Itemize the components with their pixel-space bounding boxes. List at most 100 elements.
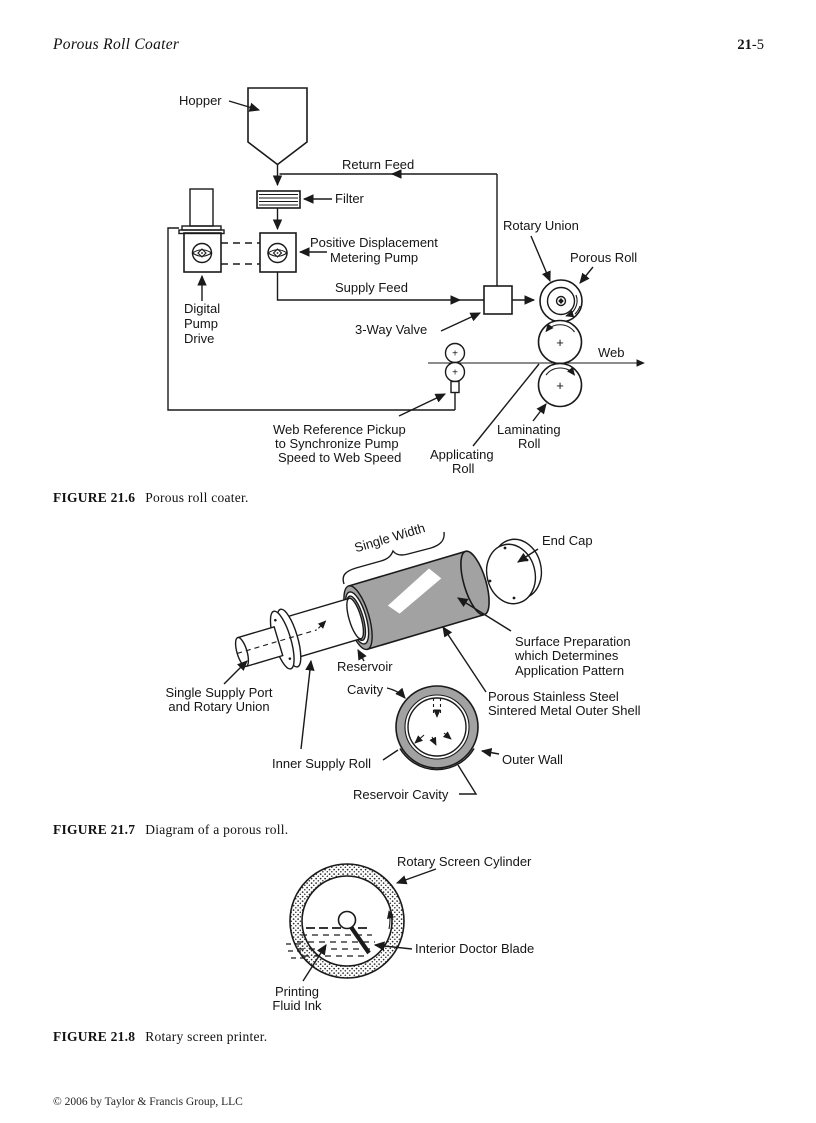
- figure-21-8-caption-label: FIGURE 21.8: [53, 1029, 136, 1044]
- applicating-label-1: Applicating: [430, 447, 494, 462]
- svg-text:+: +: [556, 378, 564, 393]
- surface-prep-label-2: which Determines: [514, 648, 619, 663]
- interior-doctor-blade-shape: [349, 925, 371, 955]
- figure-21-8-caption-text: Rotary screen printer.: [145, 1029, 268, 1044]
- pump-motor: [178, 188, 225, 235]
- porous-roll-circle: [539, 279, 583, 323]
- svg-text:+: +: [452, 349, 458, 360]
- page-number-rest: -5: [751, 37, 764, 53]
- end-cap-label: End Cap: [542, 533, 593, 548]
- cavity-pointer-arrow: [386, 687, 406, 699]
- copyright-notice: © 2006 by Taylor & Francis Group, LLC: [53, 1096, 243, 1108]
- hopper-pointer-arrow: [228, 100, 261, 112]
- return-feed-label: Return Feed: [342, 157, 414, 172]
- pump-coupling-dashes: [221, 242, 260, 265]
- applicating-roll-circle: +: [537, 319, 583, 365]
- laminating-label-2: Roll: [518, 436, 541, 451]
- digital-pump-drive-box: [183, 232, 222, 273]
- filter-box: [256, 190, 301, 209]
- filter-label: Filter: [335, 191, 365, 206]
- reservoir-pointer-arrow: [357, 649, 367, 662]
- porous-shell-label-1: Porous Stainless Steel: [488, 689, 619, 704]
- web-pickup-label-3: Speed to Web Speed: [278, 450, 401, 465]
- laminating-pointer-arrow: [532, 403, 547, 422]
- outer-wall-label: Outer Wall: [502, 752, 563, 767]
- figure-21-7-caption-text: Diagram of a porous roll.: [145, 822, 289, 837]
- ink-supply-pipe: [337, 910, 357, 930]
- three-way-valve-box: [483, 285, 513, 315]
- pd-pump-label-2: Metering Pump: [330, 250, 418, 265]
- fluid-ink-pointer-arrow: [302, 944, 327, 982]
- page-number-chapter: 21: [737, 37, 752, 53]
- printing-fluid-ink-label-1: Printing: [275, 984, 319, 999]
- figure-21-8-diagram: Rotary Screen Cylinder Interior Doctor B…: [272, 854, 534, 1013]
- interior-doctor-blade-label: Interior Doctor Blade: [415, 941, 534, 956]
- supply-feed-line: [276, 272, 462, 305]
- reservoir-cavity-label: Reservoir Cavity: [353, 787, 449, 802]
- figure-21-6-caption-text: Porous roll coater.: [145, 490, 249, 505]
- supply-port-pointer-arrow: [223, 660, 248, 685]
- printing-fluid-ink-level: [286, 927, 375, 959]
- figure-21-6-caption-label: FIGURE 21.6: [53, 490, 136, 505]
- web-label: Web: [598, 345, 625, 360]
- pickup-rollers: + +: [444, 342, 466, 410]
- single-width-brace: [342, 531, 445, 585]
- dpd-label-1: Digital: [184, 301, 220, 316]
- application-pattern-window: [387, 568, 442, 614]
- single-width-label: Single Width: [353, 520, 427, 555]
- doctor-blade-pointer-arrow: [373, 941, 413, 951]
- figure-21-6-diagram: + + + + Hopper Return Feed F: [167, 87, 645, 476]
- porous-shell-pointer-arrow: [442, 626, 487, 693]
- web-pickup-label-2: to Synchronize Pump: [275, 436, 399, 451]
- surface-prep-pointer-arrow: [457, 597, 512, 632]
- web-pickup-pointer-arrow: [398, 393, 447, 417]
- end-cap-pointer-arrow: [517, 548, 539, 563]
- laminating-label-1: Laminating: [497, 422, 561, 437]
- web-pickup-label-1: Web Reference Pickup: [273, 422, 406, 437]
- svg-text:+: +: [452, 368, 458, 379]
- rotary-screen-cylinder-label: Rotary Screen Cylinder: [397, 854, 532, 869]
- applicating-label-2: Roll: [452, 461, 475, 476]
- reservoir-cavity-pointer-line: [457, 764, 478, 795]
- supply-feed-label: Supply Feed: [335, 280, 408, 295]
- figure-21-7-caption-label: FIGURE 21.7: [53, 822, 136, 837]
- svg-text:+: +: [556, 335, 564, 350]
- outer-wall-pointer-arrow: [480, 748, 500, 758]
- screen-cylinder-pointer-arrow: [395, 868, 437, 885]
- reservoir-label: Reservoir: [337, 659, 393, 674]
- porous-shell-label-2: Sintered Metal Outer Shell: [488, 703, 641, 718]
- dpd-label-2: Pump: [184, 316, 218, 331]
- supply-port-label-2: and Rotary Union: [168, 699, 269, 714]
- metering-pump-box: [259, 232, 297, 273]
- page-header: Porous Roll Coater 21-5: [53, 36, 764, 54]
- porous-roll-label: Porous Roll: [570, 250, 637, 265]
- hopper-shape: [247, 87, 308, 166]
- running-title: Porous Roll Coater: [53, 36, 180, 53]
- surface-prep-label-1: Surface Preparation: [515, 634, 631, 649]
- figure-21-7-caption: FIGURE 21.7 Diagram of a porous roll.: [53, 822, 288, 838]
- porous-roll-pointer-arrow: [579, 266, 594, 284]
- figure-21-8-caption: FIGURE 21.8 Rotary screen printer.: [53, 1029, 267, 1045]
- end-cap-shape: [485, 538, 543, 605]
- cavity-label: Cavity: [347, 682, 384, 697]
- figure-21-7-diagram: Single Width End Cap Reservoir Cavity Su…: [166, 520, 641, 802]
- porous-roll-assembly: [234, 550, 490, 670]
- laminating-roll-circle: +: [537, 362, 583, 408]
- rotary-union-label: Rotary Union: [503, 218, 579, 233]
- inner-supply-roll-label: Inner Supply Roll: [272, 756, 371, 771]
- printing-fluid-ink-label-2: Fluid Ink: [272, 998, 322, 1013]
- roll-cross-section: [395, 685, 479, 771]
- dpd-label-3: Drive: [184, 331, 214, 346]
- valve-pointer-arrow: [440, 312, 482, 332]
- valve-label: 3-Way Valve: [355, 322, 427, 337]
- inner-supply-pointer-arrow: [300, 659, 315, 750]
- supply-port-label-1: Single Supply Port: [166, 685, 273, 700]
- hopper-label: Hopper: [179, 93, 222, 108]
- surface-prep-label-3: Application Pattern: [515, 663, 624, 678]
- pd-pump-label-1: Positive Displacement: [310, 235, 438, 250]
- applicating-pointer-line: [472, 363, 540, 447]
- feedback-line: [167, 227, 455, 411]
- page-number: 21-5: [737, 37, 764, 54]
- rotary-union-pointer-arrow: [530, 235, 551, 283]
